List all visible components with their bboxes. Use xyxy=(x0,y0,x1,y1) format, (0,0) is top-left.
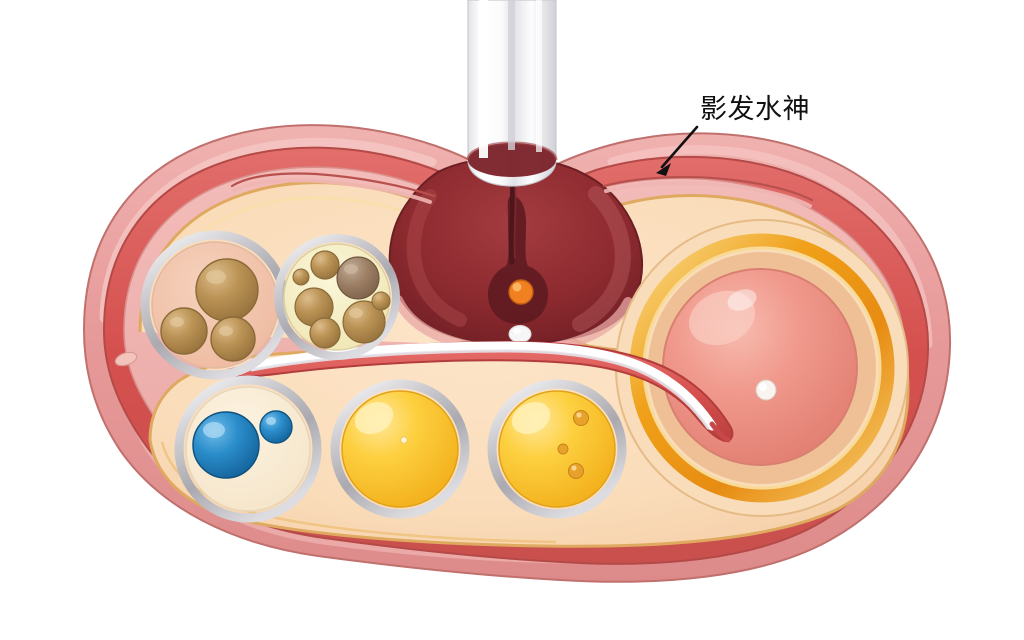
orange-particle xyxy=(508,279,534,305)
callout-label: 影发水神 xyxy=(700,94,810,125)
dominant-follicle-group xyxy=(615,219,909,517)
yolk-droplet-mid xyxy=(557,443,569,455)
vessel-tip xyxy=(709,421,731,443)
inclusion-brown-ll-highlight xyxy=(170,317,184,327)
inclusion-brown-large-highlight xyxy=(206,270,226,284)
follicle-brown-cluster xyxy=(140,230,290,380)
follicle-rim-outer xyxy=(330,379,470,519)
ovum-nucleus-highlight xyxy=(759,383,767,391)
follicle-blue-cluster xyxy=(174,375,322,523)
yolk-speck xyxy=(400,436,408,444)
probe-specular-stripe xyxy=(479,0,488,158)
callout-group xyxy=(656,125,699,176)
cavity-duct-highlight xyxy=(513,181,517,259)
inclusion-brown-lower-left xyxy=(160,307,208,355)
white-droplet xyxy=(508,325,532,343)
inclusion-gold-br-highlight xyxy=(349,308,363,318)
follicle-yolk-highlight xyxy=(354,401,394,435)
callout-leader-line xyxy=(660,125,699,169)
inclusion-blue-small-highlight xyxy=(266,417,276,425)
membrane-hook-detail xyxy=(230,172,814,208)
follicle-yolk xyxy=(341,390,459,508)
follicle-rim-outer xyxy=(487,379,627,519)
inclusion-brown-lower-right xyxy=(210,316,256,362)
yolk-droplet-top xyxy=(573,410,589,426)
inclusion-blue-large-highlight xyxy=(203,422,225,438)
inclusion-blue-large xyxy=(192,411,260,479)
inclusion-brown-lr-highlight xyxy=(219,326,233,336)
inclusion-gold-bottom-left xyxy=(309,317,341,349)
inclusion-grey-large xyxy=(336,256,380,300)
white-droplet-highlight xyxy=(513,328,521,334)
membrane-hook-right xyxy=(602,175,814,202)
probe-tip-opening xyxy=(468,143,556,177)
ovum-nucleus xyxy=(755,379,777,401)
inclusion-blue-small xyxy=(259,410,293,444)
inclusion-gold-top xyxy=(310,250,340,280)
follicle-cream-cluster xyxy=(274,234,400,360)
probe-specular-stripe-2 xyxy=(536,0,542,152)
central-cavity-group xyxy=(388,156,643,356)
ovum-core xyxy=(662,268,858,466)
follicle-rim-outer xyxy=(274,234,400,360)
inclusion-brown-large xyxy=(195,258,259,322)
follicle-rim-outer xyxy=(174,375,322,523)
follicle-yellow-plain xyxy=(330,379,470,519)
membrane-hook-left xyxy=(230,172,436,198)
yolk-droplet-bottom xyxy=(568,463,584,479)
follicle-yolk xyxy=(498,390,616,508)
ovum-core-highlight-2 xyxy=(727,289,757,311)
tissue-speck xyxy=(114,351,138,367)
cavity-duct-thread xyxy=(508,175,516,265)
inclusion-gold-tiny-right xyxy=(371,291,391,311)
ovum-core-highlight xyxy=(689,290,755,346)
follicle-yolk-highlight xyxy=(511,401,551,435)
inclusion-grey-highlight xyxy=(344,264,358,274)
probe-instrument-group xyxy=(466,0,558,187)
membrane-hook-right-fill xyxy=(604,180,812,208)
inclusion-gold-tiny-left xyxy=(292,268,310,286)
membrane-hook-left-fill xyxy=(232,178,432,204)
callout-arrowhead-icon xyxy=(656,163,671,176)
orange-particle-highlight xyxy=(512,282,522,292)
outer-wall-highlight xyxy=(99,137,437,323)
cavity-sheen-left xyxy=(406,189,467,327)
probe-core-shadow xyxy=(508,0,515,150)
yolk-droplet-bottom-hl xyxy=(571,465,577,471)
follicle-yellow-droplets xyxy=(487,379,627,519)
cavity-sheen-right xyxy=(572,186,631,332)
yolk-droplet-top-hl xyxy=(576,412,582,418)
